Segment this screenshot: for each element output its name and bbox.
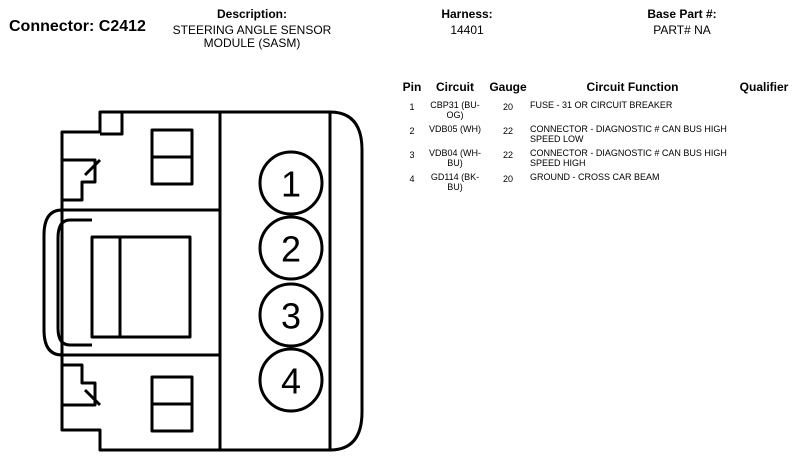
harness-label: Harness:: [441, 7, 493, 21]
bottom-notch-slash: [83, 388, 102, 407]
cell-gauge: 20: [502, 102, 513, 112]
cell-circuit: VDB05 (WH): [428, 124, 481, 134]
pin-cavity-2: [258, 215, 324, 281]
column-header-pin: Pin: [402, 80, 422, 94]
column-header-gauge: Gauge: [489, 80, 527, 94]
top-notch-slash: [83, 158, 102, 177]
pin-table: 1 CBP31 (BU-OG) 20 FUSE - 31 OR CIRCUIT …: [400, 100, 798, 196]
pin-cavity-3: [258, 282, 324, 348]
table-row: 1 CBP31 (BU-OG) 20 FUSE - 31 OR CIRCUIT …: [400, 100, 798, 120]
description-line-2: MODULE (SASM): [203, 36, 301, 50]
pin-label-2: 2: [281, 229, 301, 270]
cell-function: CONNECTOR - DIAGNOSTIC # CAN BUS HIGH SP…: [530, 124, 727, 144]
cell-pin: 3: [409, 150, 415, 160]
pin-label-1: 1: [281, 164, 301, 205]
cell-gauge: 20: [502, 174, 513, 184]
harness-value: 14401: [450, 23, 484, 37]
connector-latch: [42, 208, 92, 357]
cell-function: GROUND - CROSS CAR BEAM: [530, 172, 660, 182]
cell-circuit: GD114 (BK-BU): [430, 172, 480, 192]
cell-pin: 1: [409, 102, 415, 112]
column-header-qualifier: Qualifier: [739, 80, 789, 94]
description-label: Description:: [216, 7, 287, 21]
cell-pin: 2: [409, 126, 415, 136]
column-header-function: Circuit Function: [586, 80, 679, 94]
connector-top-tab: [100, 110, 124, 136]
pin-cavity-1: [258, 150, 324, 216]
base-part-value: PART# NA: [653, 23, 711, 37]
cell-function: CONNECTOR - DIAGNOSTIC # CAN BUS HIGH SP…: [530, 148, 727, 168]
connector-face-diagram: 1 2 3 4: [42, 110, 364, 452]
description-line-1: STEERING ANGLE SENSOR: [172, 23, 332, 37]
pin-label-3: 3: [281, 296, 301, 337]
base-part-label: Base Part #:: [647, 7, 717, 21]
pin-cavity-4: [258, 347, 324, 413]
cell-gauge: 22: [502, 150, 513, 160]
connector-right-cap: [329, 110, 364, 452]
cell-function: FUSE - 31 OR CIRCUIT BREAKER: [530, 100, 673, 110]
column-header-circuit: Circuit: [435, 80, 474, 94]
cell-pin: 4: [409, 174, 415, 184]
connector-title: Connector: C2412: [9, 18, 146, 35]
connector-latch-inner: [56, 218, 92, 347]
top-notch: [62, 158, 97, 202]
pin-label-4: 4: [281, 361, 301, 402]
table-row: 4 GD114 (BK-BU) 20 GROUND - CROSS CAR BE…: [400, 172, 798, 192]
cell-circuit: VDB04 (WH-BU): [428, 148, 481, 168]
latch-window: [90, 235, 192, 339]
bottom-notch: [62, 363, 97, 407]
table-row: 3 VDB04 (WH-BU) 22 CONNECTOR - DIAGNOSTI…: [400, 148, 798, 168]
table-row: 2 VDB05 (WH) 22 CONNECTOR - DIAGNOSTIC #…: [400, 124, 798, 144]
description-value: STEERING ANGLE SENSOR MODULE (SASM): [172, 24, 332, 50]
cell-gauge: 22: [502, 126, 513, 136]
cell-circuit: CBP31 (BU-OG): [430, 100, 480, 120]
